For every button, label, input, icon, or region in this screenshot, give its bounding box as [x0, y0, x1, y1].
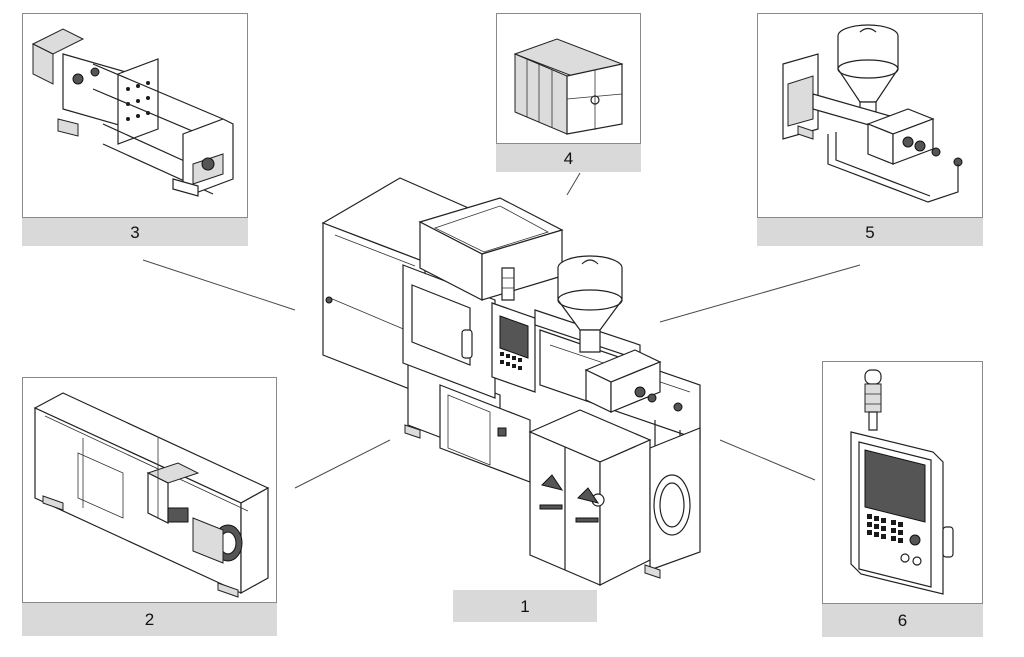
connector-line-4 [567, 173, 580, 195]
connector-line-6 [720, 440, 815, 480]
panel-clamping-unit [22, 13, 248, 218]
callout-label-2: 2 [22, 603, 277, 636]
panel-injection-unit [757, 13, 983, 218]
callout-label-5: 5 [757, 218, 983, 246]
connector-line-2 [295, 440, 390, 488]
machine-base-frame-illustration [23, 378, 276, 602]
panel-control-panel [822, 361, 983, 604]
connector-line-5 [660, 265, 860, 322]
control-panel-illustration [823, 362, 982, 603]
injection-unit-illustration [758, 14, 982, 217]
callout-label-6: 6 [822, 604, 983, 637]
panel-mold [496, 13, 641, 144]
panel-machine-base-frame [22, 377, 277, 603]
callout-label-4: 4 [496, 144, 641, 172]
callout-label-3: 3 [22, 218, 248, 246]
mold-illustration [497, 14, 640, 143]
callout-label-1: 1 [453, 590, 597, 622]
clamping-unit-illustration [23, 14, 247, 217]
connector-line-3 [143, 260, 295, 310]
